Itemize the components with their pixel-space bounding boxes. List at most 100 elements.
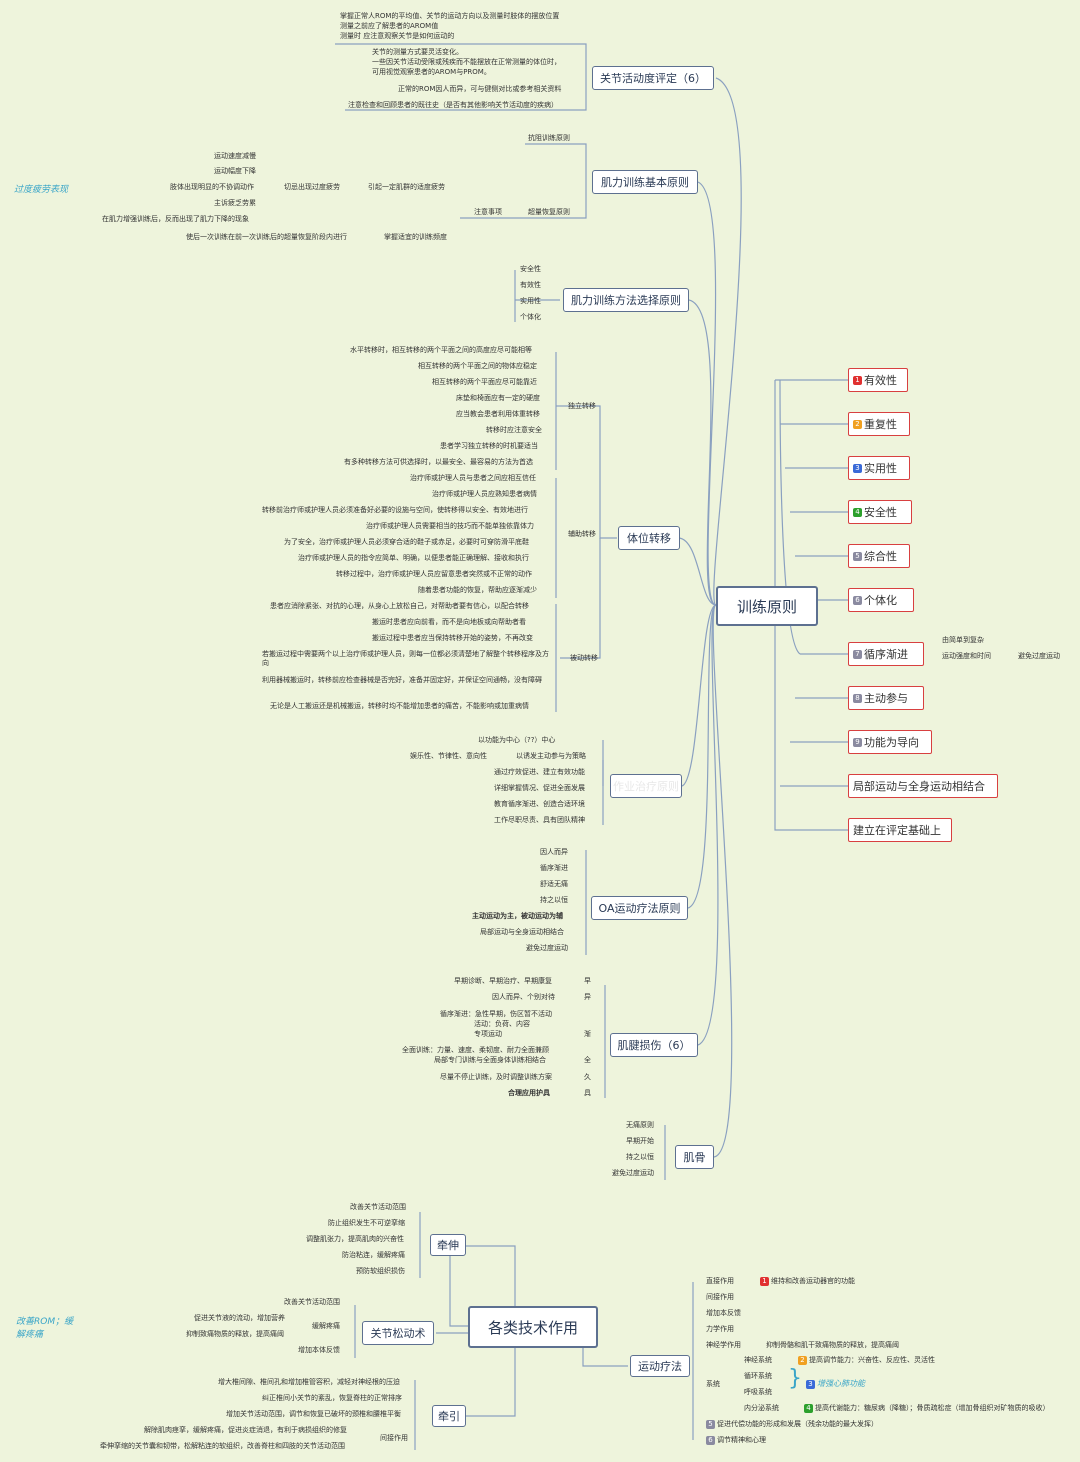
bone-item: 避免过度运动 (612, 1169, 654, 1177)
mob-item: 增加本体反馈 (298, 1346, 340, 1354)
transfer-item: 患者学习独立转移的时机要适当 (440, 442, 538, 450)
mob-item: 缓解疼痛 (312, 1322, 340, 1330)
oa-node[interactable]: OA运动疗法原则 (591, 896, 688, 920)
tendon-item: 活动：负荷、内容 (474, 1020, 530, 1028)
strength-item: 肢体出现明显的不协调动作 (170, 183, 254, 191)
number-icon: 1 (853, 375, 862, 385)
transfer-item: 床垫和椅面应有一定的硬度 (456, 394, 540, 402)
oa-item: 避免过度运动 (526, 944, 568, 952)
bone-item: 持之以恒 (626, 1153, 654, 1161)
root-node[interactable]: 训练原则 (716, 586, 818, 626)
exercise-item: 力学作用 (706, 1325, 734, 1333)
strength-item: 主诉疲乏劳累 (214, 199, 256, 207)
transfer-item: 搬运过程中患者应当保持转移开始的姿势，不再改变 (372, 634, 533, 642)
mob-node[interactable]: 关节松动术 (362, 1321, 434, 1345)
stretch-item: 改善关节活动范围 (350, 1203, 406, 1211)
number-icon: 9 (853, 737, 862, 747)
mob-item: 改善关节活动范围 (284, 1298, 340, 1306)
exercise-item: 抑制骨骼和肌干致痛物质的释放，提高痛阈 (766, 1341, 899, 1349)
brace-icon: } (788, 1366, 802, 1391)
bone-item: 早期开始 (626, 1137, 654, 1145)
bone-item: 无痛原则 (626, 1121, 654, 1129)
bone-node[interactable]: 肌骨 (675, 1145, 714, 1169)
rom-item: 可用视觉观察患者的AROM与PROM。 (372, 68, 491, 76)
oa-item: 循序渐进 (540, 864, 568, 872)
rom-node[interactable]: 关节活动度评定（6） (592, 66, 714, 90)
transfer-item: 无论是人工搬运还是机械搬运，转移时均不能增加患者的痛苦，不能影响或加重病情 (270, 702, 529, 710)
transfer-item: 为了安全，治疗师或护理人员必须穿合适的鞋子或赤足，必要时可穿防滑平底鞋 (284, 538, 529, 546)
strength-item: 运动幅度下降 (214, 167, 256, 175)
stretch-item: 调整肌张力，提高肌肉的兴奋性 (306, 1235, 404, 1243)
ot-item: 通过疗效促进、建立有效功能 (494, 768, 585, 776)
strength-item: 掌握适宜的训练频度 (384, 233, 447, 241)
number-icon: 6 (853, 595, 862, 605)
transfer-item: 若搬运过程中需要两个以上治疗师或护理人员，则每一位都必须清楚地了解整个转移程序及… (262, 650, 549, 667)
exercise-item: 直接作用 (706, 1277, 734, 1285)
exercise-item: 内分泌系统 (744, 1404, 779, 1412)
strength-node[interactable]: 肌力训练基本原则 (592, 170, 698, 194)
tendon-item: 久 (584, 1073, 591, 1081)
tech-root-node[interactable]: 各类技术作用 (468, 1306, 598, 1348)
side-label-fatigue: 过度疲劳表现 (14, 185, 69, 195)
number-icon: 2 (798, 1356, 807, 1365)
transfer-item: 治疗师或护理人员与患者之间应相互信任 (410, 474, 536, 482)
tendon-item: 局部专门训练与全面身体训练相结合 (434, 1056, 546, 1064)
exercise-node[interactable]: 运动疗法 (630, 1355, 690, 1377)
principle-11[interactable]: 建立在评定基础上 (848, 818, 952, 842)
number-icon: 6 (706, 1436, 715, 1445)
number-icon: 2 (853, 419, 862, 429)
principle-10[interactable]: 局部运动与全身运动相结合 (848, 774, 998, 798)
transfer-item: 相互转移的两个平面应尽可能靠近 (432, 378, 537, 386)
traction-node[interactable]: 牵引 (432, 1405, 466, 1427)
traction-item: 纠正椎间小关节的紊乱，恢复脊柱的正常排序 (262, 1394, 402, 1402)
rom-item: 注意检查和回顾患者的既往史（是否有其他影响关节活动度的疾病） (348, 101, 558, 109)
ot-item: 娱乐性、节律性、意向性 (410, 752, 487, 760)
principle-label: 主动参与 (864, 692, 908, 705)
tendon-node[interactable]: 肌腱损伤（6） (610, 1033, 698, 1057)
tendon-item: 循序渐进：急性早期，伤区暂不活动 (440, 1010, 552, 1018)
exercise-item-text: 维持和改善运动器官的功能 (771, 1277, 855, 1285)
transfer-item: 治疗师或护理人员应熟知患者病情 (432, 490, 537, 498)
method-node[interactable]: 肌力训练方法选择原则 (563, 288, 689, 312)
rom-item: 测量时 应注意观察关节是如何运动的 (340, 32, 455, 40)
principle-label: 综合性 (864, 550, 897, 563)
stretch-item: 防止组织发生不可逆挛缩 (328, 1219, 405, 1227)
transfer-item: 相互转移的两个平面之间的物体应稳定 (418, 362, 537, 370)
exercise-item-text: 提高代谢能力：糖尿病（降糖）；骨质疏松症（增加骨组织对矿物质的吸收） (815, 1404, 1050, 1412)
tendon-item: 渐 (584, 1030, 591, 1038)
strength-item: 引起一定肌群的适度疲劳 (368, 183, 445, 191)
rom-item: 关节的测量方式要灵活变化。 (372, 48, 463, 56)
strength-item: 抗阻训练原则 (528, 134, 570, 142)
stretch-item: 预防软组织损伤 (356, 1267, 405, 1275)
exercise-item-text: 调节精神和心理 (717, 1436, 766, 1444)
exercise-item-text: 促进代偿功能的形成和发展（残余功能的最大发挥） (717, 1420, 878, 1428)
tendon-item: 早期诊断、早期治疗、早期康复 (454, 977, 552, 985)
number-icon: 1 (760, 1277, 769, 1286)
stretch-node[interactable]: 牵伸 (430, 1234, 466, 1256)
rom-item: 掌握正常人ROM的平均值、关节的运动方向以及测量时肢体的摆放位置 (340, 12, 560, 20)
number-icon: 4 (853, 507, 862, 517)
transfer-item: 患者应消除紧张、对抗的心理，从身心上放松自己，对帮助者要有信心，以配合转移 (270, 602, 529, 610)
exercise-item: 循环系统 (744, 1372, 772, 1380)
exercise-item-text: 增强心肺功能 (817, 1379, 865, 1388)
exercise-item-text: 提高调节能力：兴奋性、反应性、灵活性 (809, 1356, 935, 1364)
transfer-item: 转移过程中，治疗师或护理人员应留意患者突然或不正常的动作 (336, 570, 532, 578)
ot-node[interactable]: 作业治疗原则 (610, 774, 682, 798)
method-item: 个体化 (520, 313, 541, 321)
rom-item: 测量之前应了解患者的AROM值 (340, 22, 439, 30)
transfer-node[interactable]: 体位转移 (618, 526, 680, 550)
strength-item: 在肌力增强训练后，反而出现了肌力下降的现象 (102, 215, 249, 223)
rom-item: 正常的ROM因人而异，可与健侧对比或参考相关资料 (398, 85, 562, 93)
tendon-item: 尽量不停止训练，及时调整训练方案 (440, 1073, 552, 1081)
